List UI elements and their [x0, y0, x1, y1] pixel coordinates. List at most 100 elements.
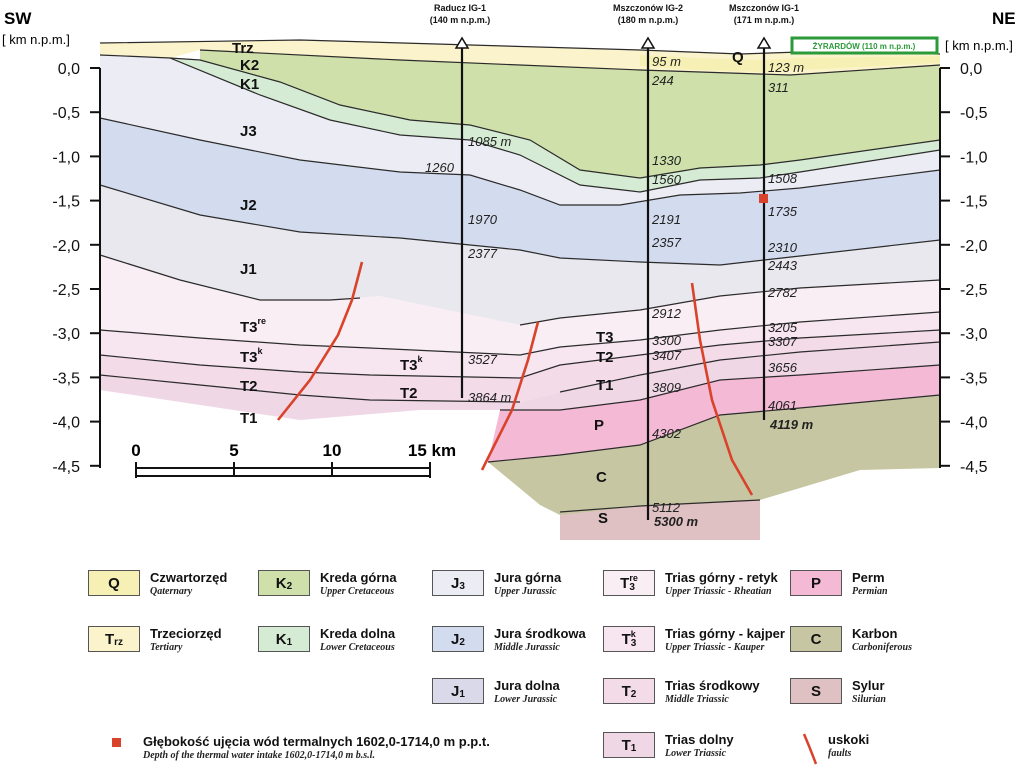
tick-labels-left: 0,0-0,5-1,0-1,5-2,0-2,5-3,0-3,5-4,0-4,5 — [52, 61, 80, 476]
town-label: ŻYRARDÓW (110 m n.p.m.) — [813, 42, 916, 51]
scale-label: 5 — [229, 441, 238, 460]
depth-label: 3205 — [768, 320, 798, 335]
depth-label: 1085 m — [468, 134, 512, 149]
boundaries — [99, 39, 941, 513]
layer-j1 — [100, 185, 940, 325]
tick-label-left: -2,0 — [52, 238, 80, 255]
scale-bar: 0 5 10 15 km — [131, 441, 456, 478]
depth-label: 3656 — [768, 360, 798, 375]
tick-label-left: -3,5 — [52, 370, 80, 387]
tick-label-left: -1,5 — [52, 194, 80, 211]
fault-1 — [276, 261, 364, 421]
tick-label-right: -1,0 — [960, 149, 988, 166]
layer-t1 — [100, 342, 940, 420]
depths-mszczonow2: 95 m 244 1330 1560 2191 2357 2912 3300 3… — [651, 54, 699, 529]
depths-mszczonow1: 123 m 311 1508 1735 2310 2443 2782 3205 … — [767, 60, 814, 432]
legend-label: Perm — [852, 570, 885, 585]
tick-label-left: -4,0 — [52, 415, 80, 432]
tick-label-right: -1,5 — [960, 194, 988, 211]
layer-j2 — [100, 118, 940, 265]
depths-raducz: 1085 m 1260 1970 2377 3527 3864 m — [425, 134, 512, 405]
tick-labels-right: 0,0-0,5-1,0-1,5-2,0-2,5-3,0-3,5-4,0-4,5 — [960, 61, 988, 476]
legend-label: Trias dolny — [665, 732, 734, 747]
label-q: Q — [732, 49, 744, 66]
label-t3k: T3k — [240, 346, 264, 366]
legend-label-en: Tertiary — [150, 642, 183, 653]
scale-label: 10 — [323, 441, 342, 460]
thermal-intake-marker — [759, 194, 768, 203]
well-mszczonow1-arrow — [756, 36, 772, 49]
depth-label: 1735 — [768, 204, 798, 219]
depth-label: 311 — [768, 80, 789, 95]
axis-unit-right: [ km n.p.m.] — [945, 38, 1013, 53]
layer-p — [488, 365, 940, 462]
depth-label: 3407 — [652, 348, 682, 363]
scale-label: 15 km — [408, 441, 456, 460]
legend-label-en: Upper Jurassic — [494, 586, 557, 597]
tick-label-right: -3,5 — [960, 370, 988, 387]
axis-left — [90, 67, 101, 468]
intake-square-icon — [112, 738, 121, 747]
legend-label: Jura środkowa — [494, 626, 586, 641]
depth-label: 1330 — [652, 153, 682, 168]
well-raducz-elev: (140 m n.p.m.) — [430, 15, 491, 25]
intake-label-en: Depth of the thermal water intake 1602,0… — [143, 750, 375, 761]
depth-label: 95 m — [652, 54, 681, 69]
well-mszczonow1-elev: (171 m n.p.m.) — [734, 15, 795, 25]
depth-label: 2377 — [467, 246, 498, 261]
wells — [454, 36, 772, 520]
tick-label-left: -4,5 — [52, 459, 80, 476]
tick-label-left: 0,0 — [58, 61, 80, 78]
legend-label: Jura dolna — [494, 678, 560, 693]
depth-label: 2191 — [651, 212, 681, 227]
tick-label-left: -2,5 — [52, 282, 80, 299]
label-c: C — [596, 469, 607, 486]
depth-label: 4061 — [768, 398, 797, 413]
well-mszczonow2-elev: (180 m n.p.m.) — [618, 15, 679, 25]
faults-label-en: faults — [828, 748, 852, 759]
depth-label: 5112 — [652, 500, 681, 515]
label-j3: J3 — [240, 123, 257, 140]
depth-label: 1970 — [468, 212, 498, 227]
label-t1-center: T1 — [596, 377, 614, 394]
orientation-left: SW — [4, 9, 32, 28]
town-box — [790, 36, 939, 55]
legend-swatch: C — [790, 626, 842, 652]
label-t1: T1 — [240, 410, 258, 427]
legend-label-en: Middle Triassic — [665, 694, 729, 705]
depth-label: 3864 m — [468, 390, 512, 405]
depth-label: 1260 — [425, 160, 455, 175]
depth-label: 1560 — [652, 172, 682, 187]
legend-label-en: Carboniferous — [852, 642, 913, 653]
depth-label: 244 — [651, 73, 674, 88]
axis-right — [939, 67, 950, 468]
legend-label: Czwartorzęd — [150, 570, 228, 585]
depth-label: 1508 — [768, 171, 798, 186]
tick-label-right: 0,0 — [960, 61, 982, 78]
legend-swatch: S — [790, 678, 842, 704]
layer-k2 — [200, 50, 940, 178]
label-t2: T2 — [240, 378, 258, 395]
legend-label: Trias górny - kajper — [665, 626, 785, 641]
legend-label-en: Upper Triassic - Rheatian — [665, 586, 772, 597]
depth-label: 5300 m — [654, 514, 699, 529]
well-raducz-arrow — [454, 36, 470, 49]
fault-line-icon — [802, 733, 818, 765]
well-raducz-name: Raducz IG-1 — [434, 3, 486, 13]
fault-2 — [480, 321, 540, 471]
layer-k1 — [170, 58, 940, 192]
